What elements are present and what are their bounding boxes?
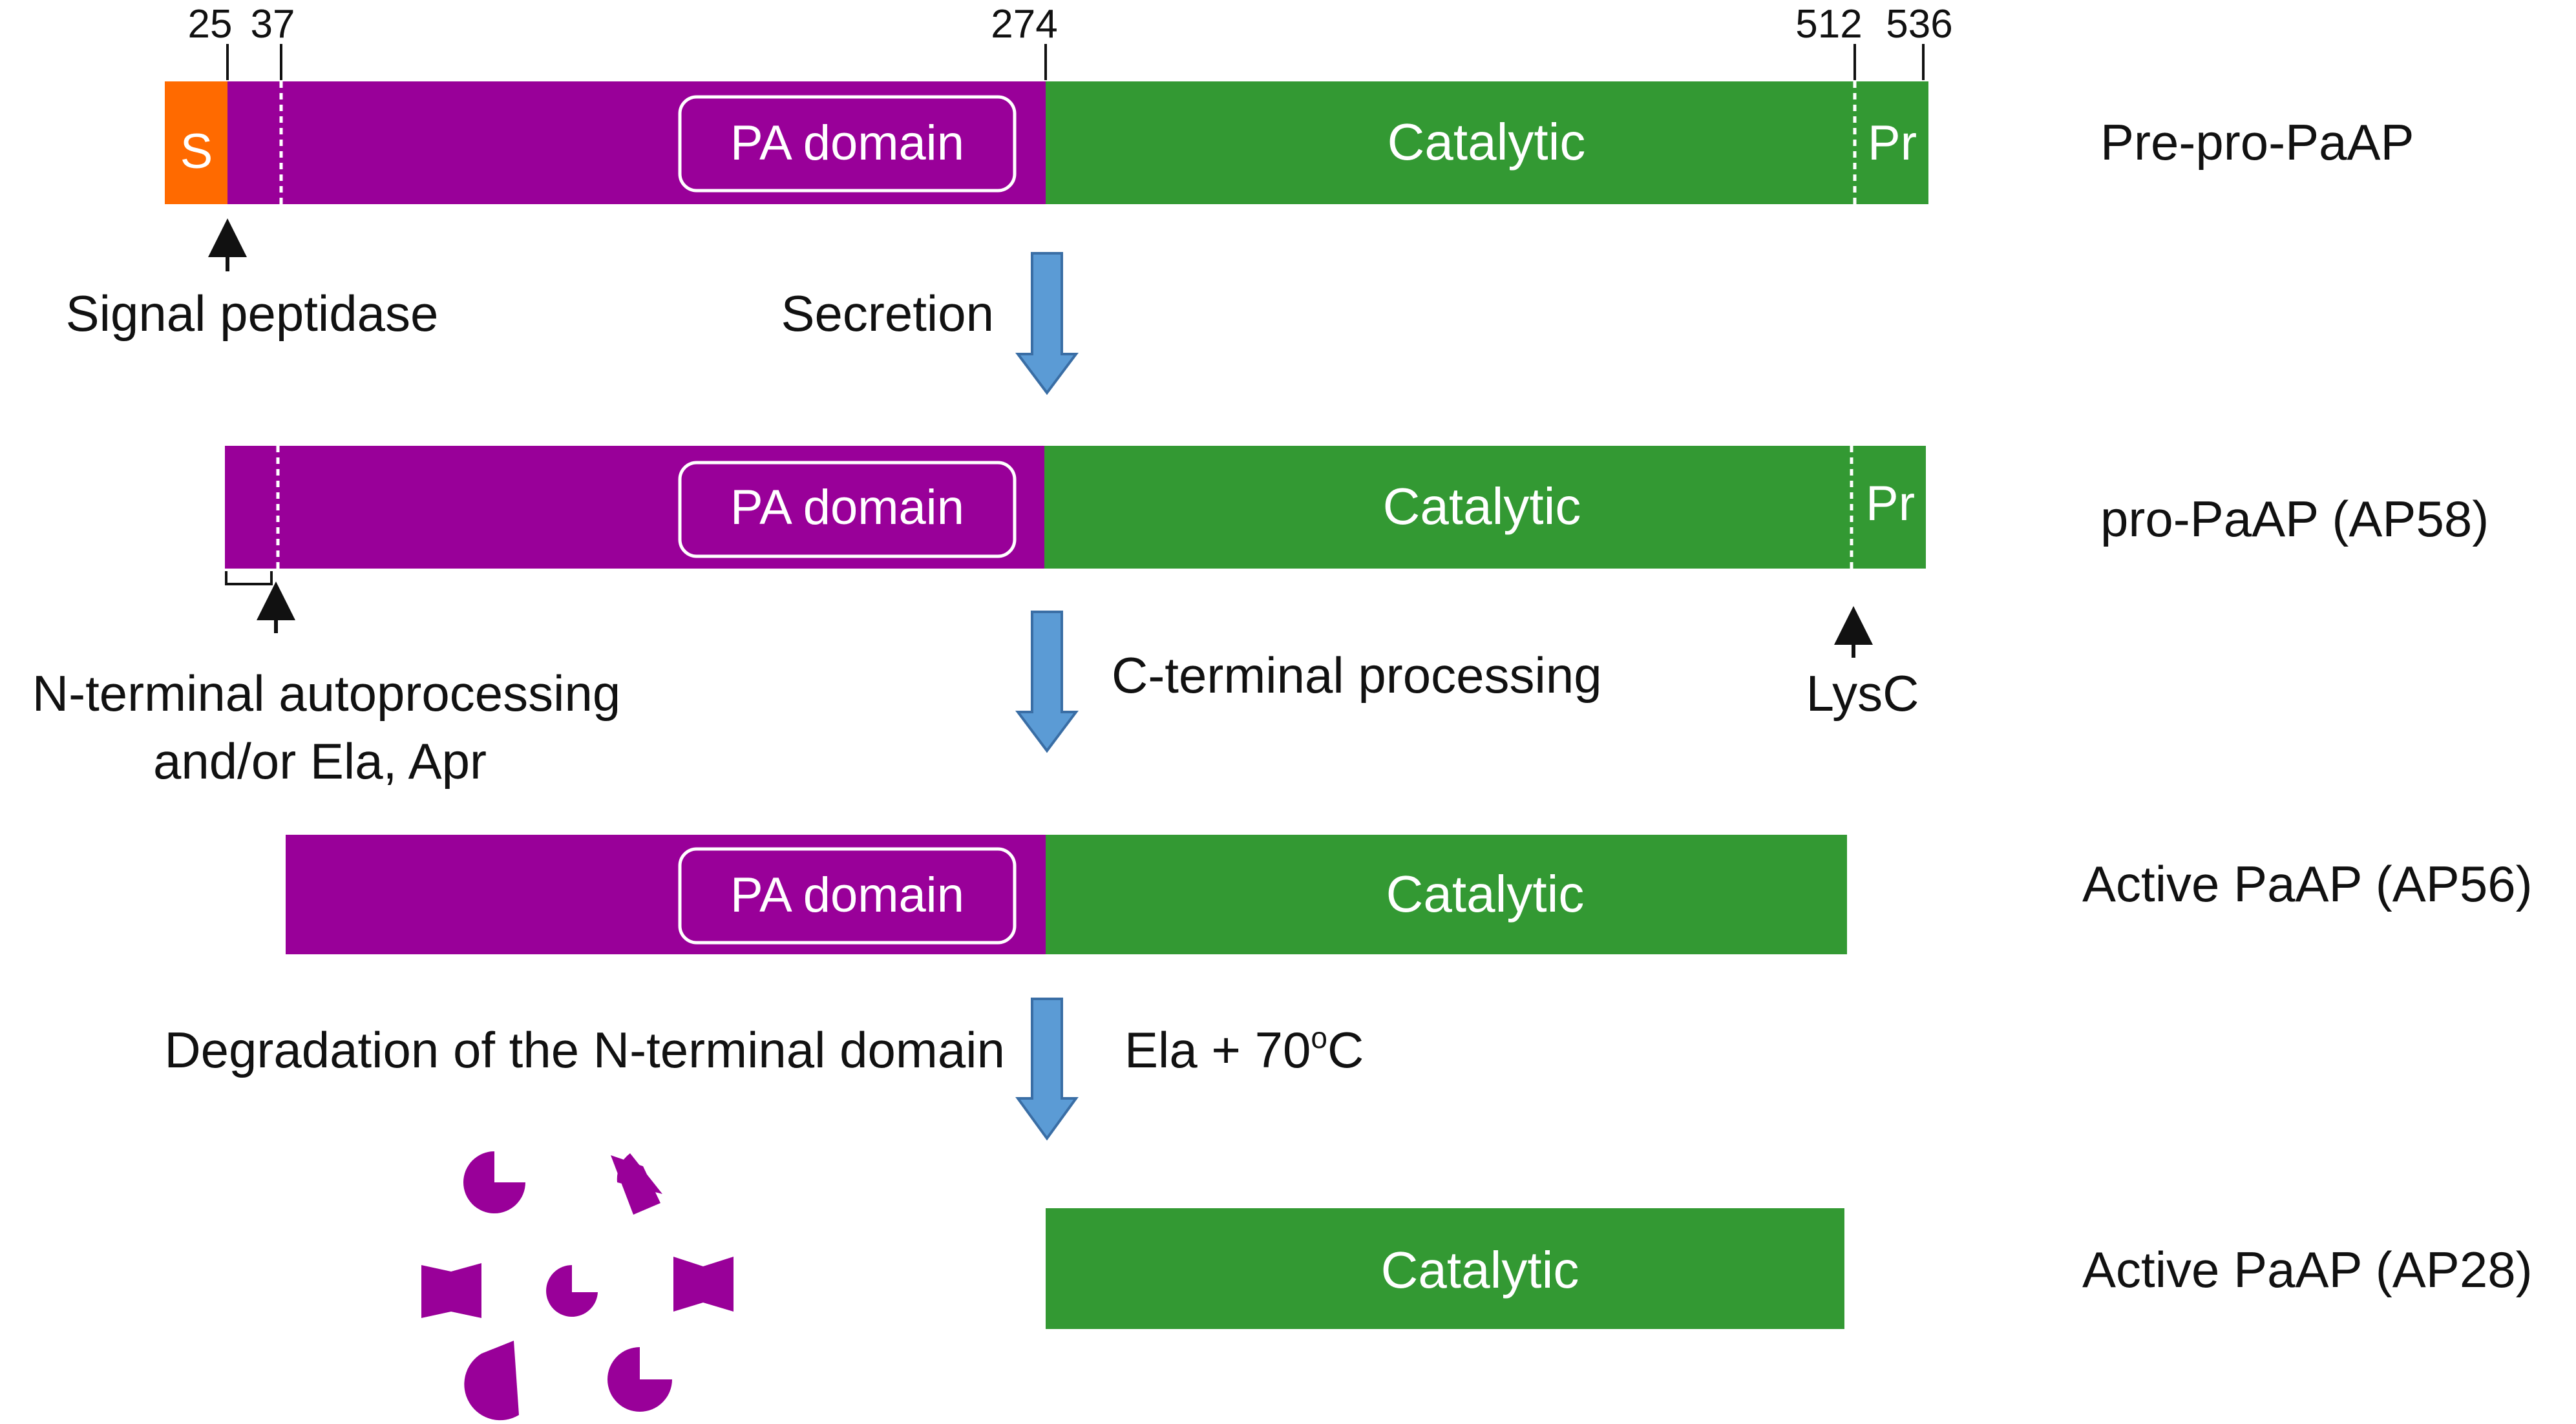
pa-domain-box xyxy=(678,847,1017,945)
row-active-paap-ap56: PA domain Catalytic Active PaAP (AP56) xyxy=(286,835,2533,954)
position-ticks xyxy=(226,44,1925,80)
row-name-active-paap-ap56: Active PaAP (AP56) xyxy=(2082,855,2533,912)
fragment-bowtie-shape xyxy=(421,1263,481,1318)
pa-domain-box xyxy=(678,461,1017,558)
degradation-step: Degradation of the N-terminal domain Ela… xyxy=(164,998,1364,1141)
degradation-label: Degradation of the N-terminal domain xyxy=(164,1021,1005,1078)
down-block-arrow-icon xyxy=(1015,252,1079,395)
signal-peptidase-label: Signal peptidase xyxy=(66,285,439,342)
catalytic-label: Catalytic xyxy=(1381,1241,1579,1299)
catalytic-label: Catalytic xyxy=(1383,477,1581,535)
catalytic-segment xyxy=(1046,81,1928,204)
signal-segment xyxy=(165,81,227,204)
lysc-label: LysC xyxy=(1806,665,1919,722)
catalytic-label: Catalytic xyxy=(1388,113,1586,171)
down-block-arrow-icon xyxy=(1015,611,1079,753)
pa-domain-label: PA domain xyxy=(730,480,964,535)
c-terminal-processing-label: C-terminal processing xyxy=(1112,647,1602,704)
catalytic-label: Catalytic xyxy=(1386,865,1585,923)
catalytic-segment xyxy=(1046,1208,1844,1329)
row-pre-pro-paap: PA domain S Catalytic Pr Pre-pro-PaAP xyxy=(165,81,2414,204)
celsius-unit: C xyxy=(1327,1021,1364,1078)
n-terminal-annotation: N-terminal autoprocessing and/or Ela, Ap… xyxy=(32,571,620,790)
lysc-annotation: LysC xyxy=(1806,606,1919,722)
pro-segment xyxy=(286,835,1046,954)
pa-domain-box xyxy=(678,95,1017,193)
position-label-536: 536 xyxy=(1886,2,1952,47)
catalytic-segment xyxy=(1046,835,1847,954)
down-block-arrow-icon xyxy=(1015,998,1079,1141)
signal-peptidase-annotation: Signal peptidase xyxy=(66,218,439,342)
fragment-pacman-shape xyxy=(463,1151,525,1213)
row-pro-paap-ap58: PA domain Catalytic Pr pro-PaAP (AP58) xyxy=(225,446,2489,569)
degree-symbol: o xyxy=(1311,1021,1327,1054)
position-label-512: 512 xyxy=(1795,2,1862,47)
position-label-37: 37 xyxy=(251,2,295,47)
fragment-bowtie-shape xyxy=(673,1257,734,1312)
n-terminal-bracket xyxy=(225,571,273,585)
pa-domain-label: PA domain xyxy=(730,116,964,171)
catalytic-segment xyxy=(1044,446,1926,569)
fragment-pacman-shape xyxy=(546,1265,598,1317)
signal-label: S xyxy=(180,124,213,179)
n-terminal-label-line1: N-terminal autoprocessing xyxy=(32,665,620,722)
row-active-paap-ap28: Catalytic Active PaAP (AP28) xyxy=(1046,1208,2533,1329)
fragment-sector-shape xyxy=(611,1155,660,1215)
row-name-active-paap-ap28: Active PaAP (AP28) xyxy=(2082,1241,2533,1298)
pro-peptide-label: Pr xyxy=(1866,476,1915,531)
pro-segment xyxy=(227,81,1046,204)
pro-segment xyxy=(225,446,1044,569)
row-name-pre-pro-paap: Pre-pro-PaAP xyxy=(2100,114,2414,171)
position-label-274: 274 xyxy=(991,2,1057,47)
n-terminal-label-line2: and/or Ela, Apr xyxy=(153,733,487,790)
c-terminal-step: C-terminal processing xyxy=(1015,611,1602,753)
pa-domain-label: PA domain xyxy=(730,868,964,923)
fragment-pacman-shape xyxy=(607,1347,672,1412)
fragment-wedge-shape xyxy=(464,1341,519,1421)
pro-peptide-label: Pr xyxy=(1868,116,1917,171)
secretion-step: Secretion xyxy=(781,252,1079,395)
degraded-fragments xyxy=(421,1151,734,1421)
ela-condition-text: Ela + 70 xyxy=(1124,1021,1311,1078)
position-labels: 25 37 274 512 536 xyxy=(188,2,1953,47)
position-label-25: 25 xyxy=(188,2,233,47)
secretion-label: Secretion xyxy=(781,285,994,342)
ela-condition-label: Ela + 70oC xyxy=(1124,1021,1364,1078)
row-name-pro-paap-ap58: pro-PaAP (AP58) xyxy=(2100,490,2489,547)
